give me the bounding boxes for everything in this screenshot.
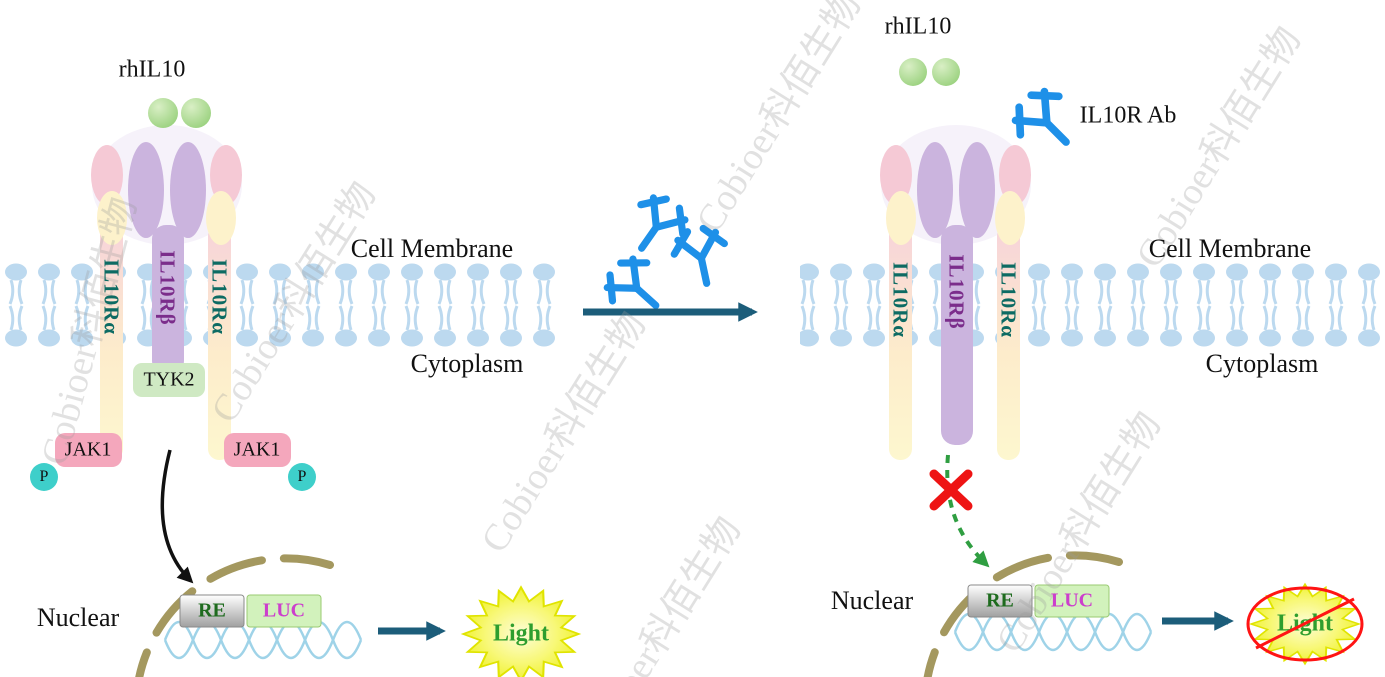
il10-ligand: [181, 98, 211, 128]
il10-ligand: [148, 98, 178, 128]
il10ra-label-right-2: IL10Rα: [996, 261, 1021, 339]
ligand-label-right: rhIL10: [884, 13, 952, 40]
light-label-right: Light: [1276, 610, 1334, 637]
il10rb-stalk: [941, 225, 973, 445]
blocked-signal-arrow: [945, 454, 990, 568]
nuclear-envelope-left: [135, 554, 334, 677]
tyk2-label: TYK2: [143, 368, 195, 391]
il10ra-stalk-left: [889, 225, 912, 460]
cytoplasm-label-left: Cytoplasm: [410, 349, 524, 378]
re-label-left: RE: [198, 599, 226, 622]
luc-box-right: [1034, 584, 1110, 618]
phospho-circle-left: [30, 463, 58, 491]
blocked-x-icon: [929, 469, 973, 511]
il10-ligand: [899, 58, 927, 86]
light-label-left: Light: [492, 620, 550, 647]
il10ra-stalk-right: [208, 225, 231, 460]
tyk2-box: [133, 363, 205, 397]
jak1-box-left: [55, 433, 122, 467]
jak1-label-right: JAK1: [233, 438, 281, 461]
re-box-left: [179, 594, 245, 628]
phospho-label-right: P: [297, 468, 307, 485]
phospho-label-left: P: [39, 468, 49, 485]
cell-membrane-label-left: Cell Membrane: [350, 234, 514, 263]
il10ra-label-right-1: IL10Rα: [888, 261, 913, 339]
il10ra-label-left-2: IL10Rα: [207, 258, 232, 336]
luc-label-left: LUC: [262, 599, 306, 622]
il10ra-stalk-left: [100, 225, 123, 460]
nuclear-label-left: Nuclear: [36, 603, 120, 632]
signal-arrow: [160, 449, 194, 584]
phospho-circle-right: [288, 463, 316, 491]
il10rb-label-left: IL10Rβ: [155, 250, 180, 326]
ligand-label-left: rhIL10: [118, 56, 186, 83]
receptor-halo: [92, 125, 242, 245]
il10-ligand: [932, 58, 960, 86]
antibody-label: IL10R Ab: [1079, 102, 1177, 129]
receptor-complex-right: [880, 58, 1085, 460]
jak1-box-right: [224, 433, 291, 467]
re-box-right: [967, 584, 1033, 618]
cell-membrane-label-right: Cell Membrane: [1148, 234, 1312, 263]
il10ra-label-left-1: IL10Rα: [99, 258, 124, 336]
cell-membrane-left: [0, 262, 557, 348]
dna-helix-right: [953, 612, 1153, 652]
luc-box-left: [246, 594, 322, 628]
il10rb-stalk: [152, 225, 184, 375]
cytoplasm-label-right: Cytoplasm: [1205, 349, 1319, 378]
antibody-cluster: [598, 189, 731, 324]
il10ra-stalk-right: [997, 225, 1020, 460]
nuclear-envelope-right: [923, 551, 1123, 677]
receptor-complex-left: [91, 98, 242, 460]
il10rb-label-right: IL10Rβ: [944, 254, 969, 330]
nuclear-label-right: Nuclear: [830, 586, 914, 615]
re-label-right: RE: [986, 589, 1014, 612]
jak1-label-left: JAK1: [64, 438, 112, 461]
luc-label-right: LUC: [1050, 589, 1094, 612]
